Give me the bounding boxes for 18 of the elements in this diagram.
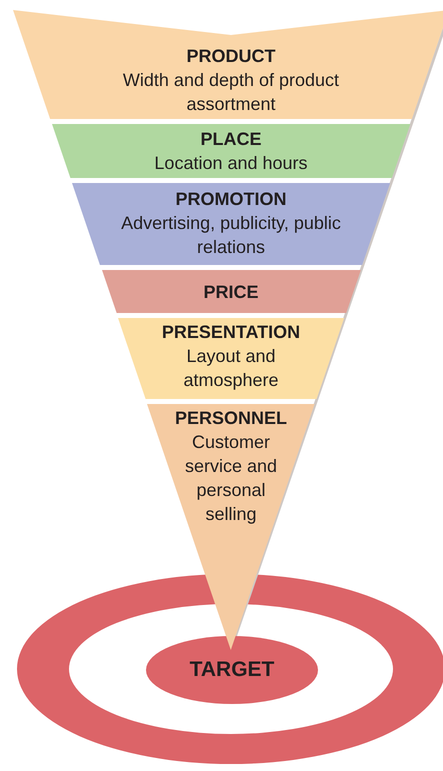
funnel-band — [52, 124, 410, 178]
target-label: TARGET — [190, 658, 274, 682]
band-heading: PROMOTION — [175, 188, 286, 211]
funnel-band — [72, 183, 390, 265]
band-heading: PRESENTATION — [162, 321, 300, 344]
funnel-band — [102, 270, 360, 313]
band-description: Width and depth of product assortment — [122, 69, 340, 116]
funnel-band — [13, 10, 443, 119]
band-description: Advertising, publicity, public relations — [120, 212, 342, 259]
funnel-band — [147, 404, 315, 650]
band-heading: PRICE — [203, 281, 258, 304]
band-description: Location and hours — [154, 152, 308, 175]
band-description: Customer service and personal selling — [184, 431, 278, 526]
band-heading: PRODUCT — [186, 45, 276, 68]
band-heading: PERSONNEL — [174, 407, 287, 430]
band-heading: PLACE — [200, 128, 262, 151]
band-description: Layout and atmosphere — [182, 345, 280, 392]
funnel-band — [118, 318, 344, 399]
